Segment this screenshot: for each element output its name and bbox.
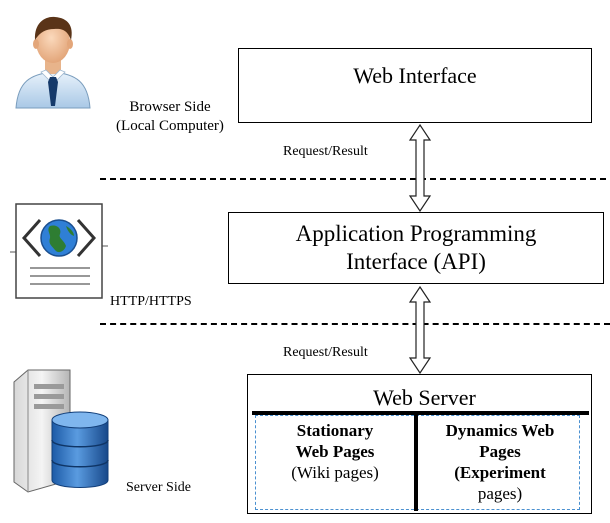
user-avatar-icon xyxy=(15,16,91,109)
server-database-icon xyxy=(13,369,109,493)
web-server-box: Web Server xyxy=(247,374,592,514)
stationary-pages-panel: Stationary Web Pages (Wiki pages) xyxy=(291,421,379,482)
server-side-label: Server Side xyxy=(126,480,191,495)
web-interface-box: Web Interface xyxy=(238,48,592,123)
dynamics-pages-panel: Dynamics Web Pages (Experiment pages) xyxy=(445,421,555,503)
request-result-arrow-top xyxy=(408,124,432,212)
api-title: Application Programming Interface (API) xyxy=(295,221,537,274)
server-panels-rule xyxy=(252,411,589,415)
web-server-title: Web Server xyxy=(373,385,476,410)
protocol-label: HTTP/HTTPS xyxy=(110,294,192,309)
web-page-icon xyxy=(10,203,108,299)
api-box: Application Programming Interface (API) xyxy=(228,212,604,284)
server-panels-separator xyxy=(414,414,418,511)
request-result-arrow-bottom xyxy=(408,286,432,374)
browser-side-label: Browser Side (Local Computer) xyxy=(116,99,224,134)
request-result-label-bottom: Request/Result xyxy=(283,345,368,360)
api-server-divider xyxy=(100,323,610,325)
web-interface-title: Web Interface xyxy=(353,62,477,88)
request-result-label-top: Request/Result xyxy=(283,144,368,159)
browser-api-divider xyxy=(100,178,606,180)
